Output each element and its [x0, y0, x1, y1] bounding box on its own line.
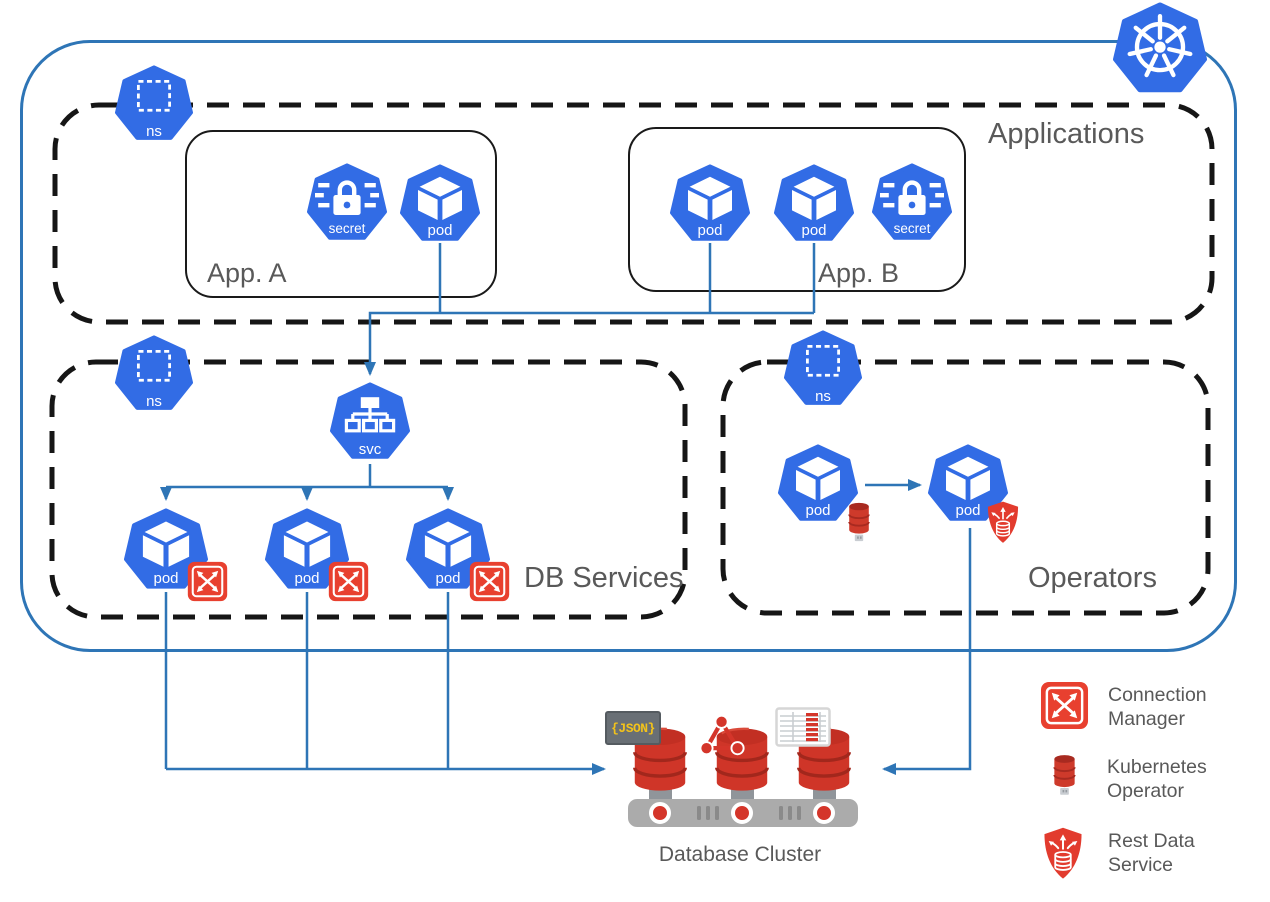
app-b-box: [628, 127, 966, 292]
legend-rest-data-service-label: Rest Data Service: [1108, 829, 1195, 877]
app-b-pod1-icon: pod: [670, 163, 750, 245]
legend-connection-manager-label: Connection Manager: [1108, 683, 1207, 731]
platform-vents: [779, 806, 801, 820]
applications-title: Applications: [988, 118, 1145, 150]
legend-line: Manager: [1108, 708, 1185, 730]
legend-line: Rest Data: [1108, 830, 1195, 852]
app-a-pod-icon: pod: [400, 163, 480, 245]
pod-label: pod: [801, 222, 827, 239]
db-mount-stub: [731, 789, 754, 802]
ns-label: ns: [815, 388, 831, 405]
db-pod1-icon: pod: [124, 507, 208, 593]
legend-line: Connection: [1108, 684, 1207, 706]
legend-connection-manager-icon: [1040, 681, 1089, 730]
table-grid-icon: [775, 707, 831, 747]
ns-label: ns: [146, 393, 162, 410]
kubernetes-logo-icon: [1113, 2, 1207, 96]
legend-rest-data-service-icon: [1042, 826, 1084, 881]
platform-indicator-dot: [813, 802, 835, 824]
platform-indicator-dot: [731, 802, 753, 824]
kubernetes-operator-icon: [845, 500, 873, 543]
connector-svc-branch: [166, 464, 448, 489]
connection-manager-icon: [328, 561, 369, 602]
rest-data-service-icon: [986, 500, 1020, 545]
app-a-secret-icon: secret: [307, 162, 387, 244]
pod-label: pod: [805, 502, 831, 519]
app-a-box: [185, 130, 497, 298]
operators-zone-border: [720, 359, 1211, 616]
svc-label: svc: [358, 441, 382, 458]
operators-namespace-icon: ns: [784, 327, 862, 411]
database-cluster-title: Database Cluster: [658, 843, 822, 866]
app-b-title: App. B: [818, 258, 900, 288]
platform-vents: [697, 806, 719, 820]
app-b-pod2-icon: pod: [774, 163, 854, 245]
cluster-boundary: [20, 40, 1237, 652]
pod-label: pod: [427, 222, 453, 239]
legend-line: Kubernetes: [1107, 756, 1207, 778]
db-pod2-icon: pod: [265, 507, 349, 593]
db-services-namespace-icon: ns: [115, 332, 193, 416]
service-icon: svc: [330, 380, 410, 464]
share-network-icon: [699, 714, 746, 756]
secret-label: secret: [893, 221, 931, 236]
legend-line: Service: [1108, 854, 1174, 876]
operator-pod1-icon: pod: [778, 443, 858, 525]
connector-apps-to-svc: [364, 311, 814, 376]
secret-label: secret: [328, 221, 366, 236]
app-b-secret-icon: secret: [872, 162, 952, 244]
ns-label: ns: [146, 123, 162, 140]
db-pod3-icon: pod: [406, 507, 490, 593]
connection-manager-icon: [187, 561, 228, 602]
app-a-title: App. A: [207, 258, 287, 288]
operators-title: Operators: [1028, 562, 1157, 594]
pod-label: pod: [294, 570, 320, 587]
db-mount-stub: [813, 789, 836, 802]
pod-label: pod: [697, 222, 723, 239]
connection-manager-icon: [469, 561, 510, 602]
applications-zone-border: [52, 102, 1215, 325]
pod-label: pod: [955, 502, 981, 519]
pod-label: pod: [435, 570, 461, 587]
operator-pod2-icon: pod: [928, 443, 1008, 525]
arrow-operator-to-cluster: [882, 528, 972, 775]
db-services-title: DB Services: [524, 562, 684, 594]
legend-line: Operator: [1107, 780, 1184, 802]
db-mount-stub: [649, 789, 672, 802]
applications-namespace-icon: ns: [115, 62, 193, 146]
platform-indicator-dot: [649, 802, 671, 824]
legend-kubernetes-operator-icon: [1050, 751, 1079, 798]
pod-label: pod: [153, 570, 179, 587]
json-badge: {JSON}: [605, 711, 661, 745]
legend-kubernetes-operator-label: Kubernetes Operator: [1107, 755, 1207, 803]
